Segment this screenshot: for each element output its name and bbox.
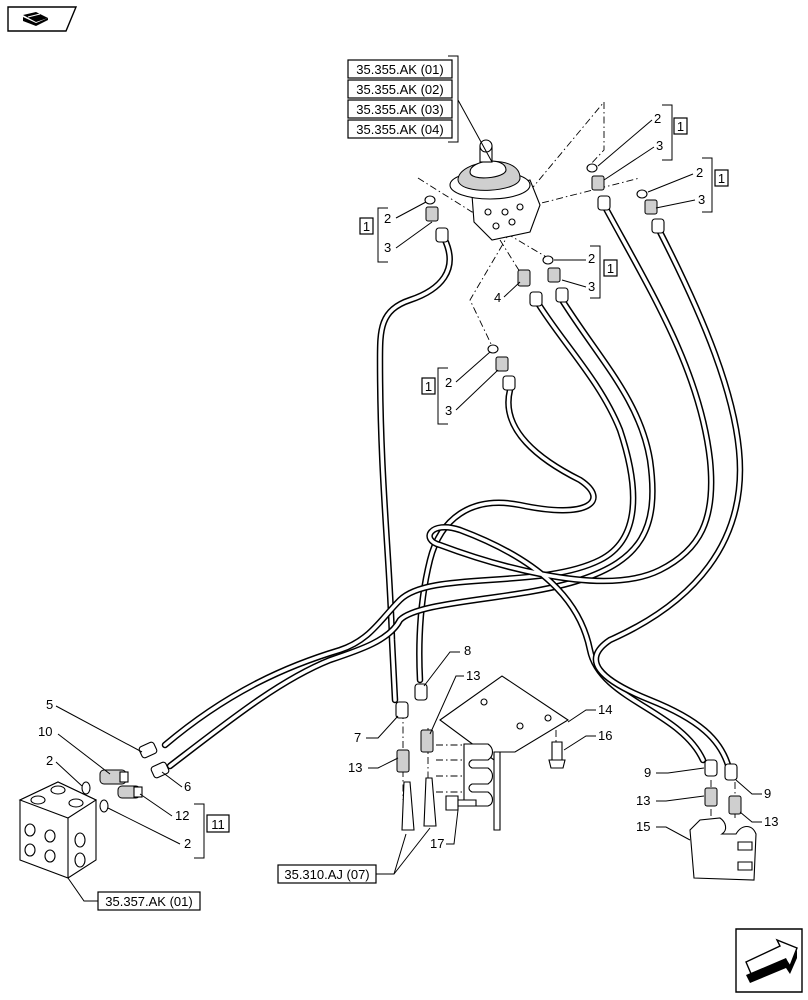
svg-text:13: 13 (348, 760, 362, 775)
svg-text:1: 1 (718, 171, 725, 186)
kit-group-center: 1 2 3 (554, 245, 618, 299)
svg-text:3: 3 (384, 240, 391, 255)
svg-text:6: 6 (184, 779, 191, 794)
svg-text:3: 3 (656, 138, 663, 153)
svg-text:3: 3 (698, 192, 705, 207)
hydraulic-motor[interactable] (449, 139, 541, 241)
callout-4: 4 (494, 281, 521, 305)
svg-text:2: 2 (696, 165, 703, 180)
svg-text:35.357.AK (01): 35.357.AK (01) (105, 894, 192, 909)
svg-text:16: 16 (598, 728, 612, 743)
svg-text:13: 13 (636, 793, 650, 808)
svg-text:35.310.AJ (07): 35.310.AJ (07) (284, 867, 369, 882)
svg-text:3: 3 (445, 403, 452, 418)
svg-text:2: 2 (46, 753, 53, 768)
mounting-bracket[interactable] (439, 675, 570, 831)
motor-reference-group: 35.355.AK (01) 35.355.AK (02) 35.355.AK … (347, 55, 493, 163)
svg-text:35.355.AK (01): 35.355.AK (01) (356, 62, 443, 77)
hose-end-fittings (138, 683, 742, 831)
adapter-fittings (81, 769, 143, 813)
svg-text:4: 4 (494, 290, 501, 305)
svg-text:8: 8 (464, 643, 471, 658)
svg-text:14: 14 (598, 702, 612, 717)
svg-text:35.355.AK (04): 35.355.AK (04) (356, 122, 443, 137)
ref-motor-04[interactable]: 35.355.AK (04) (347, 119, 453, 139)
kit-group-11: 11 12 2 (107, 793, 230, 859)
valve-block[interactable] (18, 781, 98, 879)
callouts-center: 8 7 13 13 14 16 17 (348, 643, 612, 851)
svg-text:2: 2 (654, 111, 661, 126)
svg-text:35.355.AK (02): 35.355.AK (02) (356, 82, 443, 97)
svg-text:1: 1 (607, 261, 614, 276)
ref-motor-03[interactable]: 35.355.AK (03) (347, 99, 453, 119)
svg-text:10: 10 (38, 724, 52, 739)
ref-motor-02[interactable]: 35.355.AK (02) (347, 79, 453, 99)
kit-group-upper-right-a: 1 2 3 (597, 104, 688, 181)
next-page-arrow-icon[interactable] (735, 928, 803, 993)
svg-text:7: 7 (354, 730, 361, 745)
svg-text:12: 12 (175, 808, 189, 823)
svg-text:1: 1 (677, 119, 684, 134)
svg-text:5: 5 (46, 697, 53, 712)
svg-text:13: 13 (466, 668, 480, 683)
callouts-right: 9 9 13 13 15 (636, 765, 778, 841)
svg-text:2: 2 (184, 836, 191, 851)
svg-text:15: 15 (636, 819, 650, 834)
motor-fittings (424, 163, 665, 391)
manual-book-icon[interactable] (7, 6, 78, 32)
svg-text:17: 17 (430, 836, 444, 851)
svg-text:9: 9 (764, 786, 771, 801)
svg-text:3: 3 (588, 279, 595, 294)
hose-clamp-15[interactable] (689, 817, 757, 881)
svg-text:2: 2 (588, 251, 595, 266)
kit-group-upper-left: 1 2 3 (359, 201, 433, 263)
svg-text:1: 1 (425, 379, 432, 394)
kit-group-mid-left: 1 2 3 (421, 351, 499, 425)
ref-motor-01[interactable]: 35.355.AK (01) (347, 59, 453, 79)
kit-group-upper-right-b: 1 2 3 (647, 157, 729, 213)
svg-text:13: 13 (764, 814, 778, 829)
svg-text:1: 1 (363, 219, 370, 234)
hydraulic-hoses (161, 201, 744, 770)
svg-text:2: 2 (384, 211, 391, 226)
svg-text:9: 9 (644, 765, 651, 780)
svg-text:35.355.AK (03): 35.355.AK (03) (356, 102, 443, 117)
svg-text:11: 11 (211, 817, 225, 832)
callouts-left: 5 10 2 6 (38, 697, 191, 794)
ref-cylinder-link[interactable]: 35.310.AJ (07) (277, 827, 431, 884)
ref-valve-block[interactable]: 35.357.AK (01) (67, 877, 201, 911)
svg-text:2: 2 (445, 375, 452, 390)
